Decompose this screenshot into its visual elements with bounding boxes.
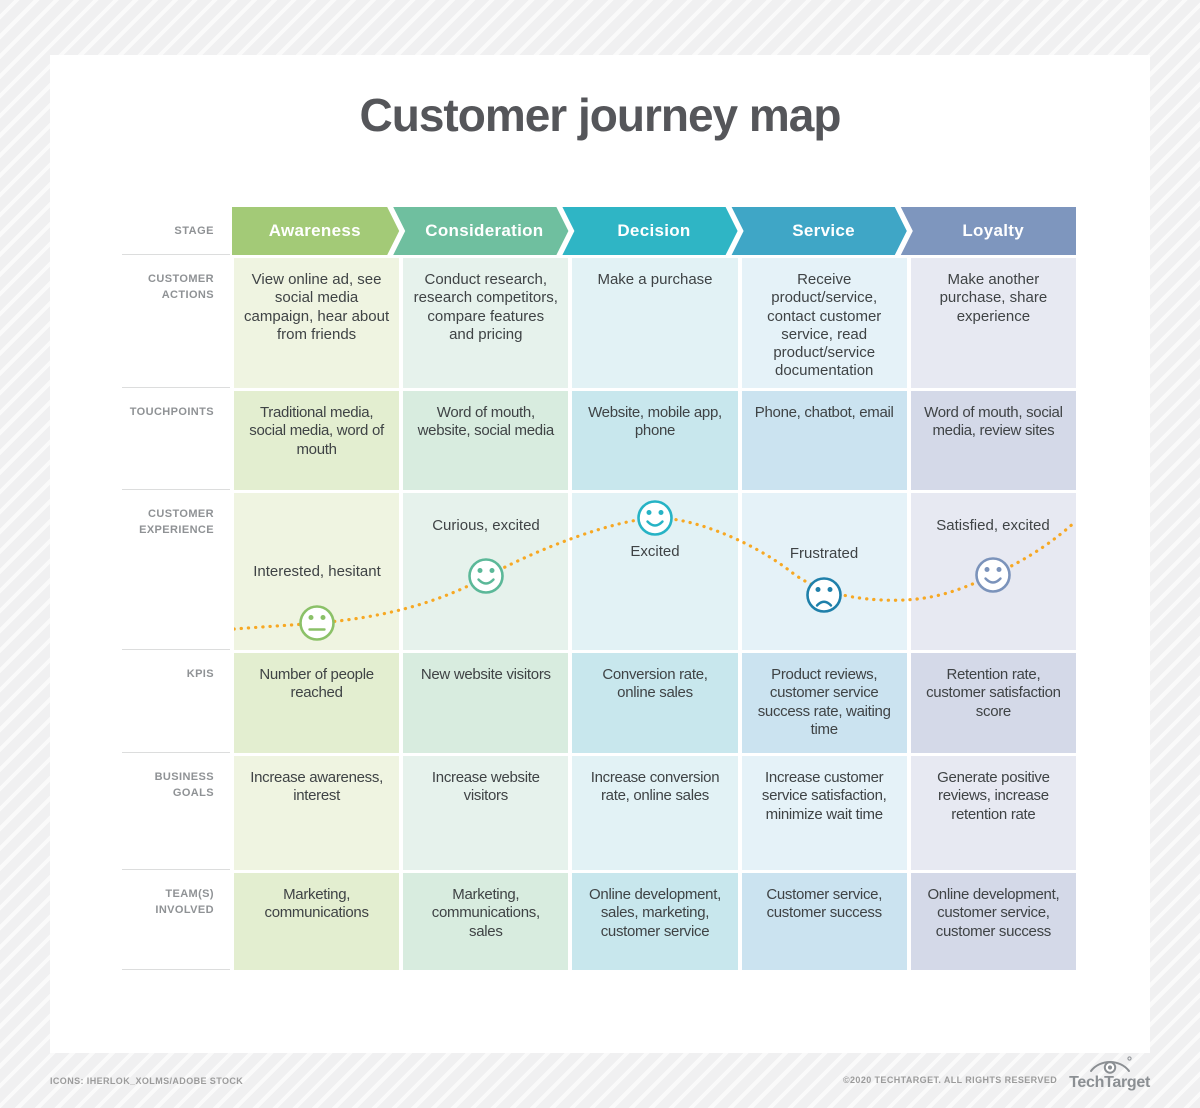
page-title: Customer journey map <box>359 89 842 141</box>
stage-arrow-service <box>731 207 907 255</box>
cell-business-goals-consideration: Increase website visitors <box>403 756 569 870</box>
cell-business-goals-service: Increase customer service satisfaction, … <box>741 756 907 870</box>
cell-customer-actions-service: Receive product/service, contact custome… <box>741 258 907 388</box>
row-label-customer-actions: CUSTOMER ACTIONS <box>122 258 230 388</box>
footer-right: ©2020 TECHTARGET. ALL RIGHTS RESERVED Te… <box>843 1054 1150 1092</box>
row-label-touchpoints: TOUCHPOINTS <box>122 391 230 490</box>
cell-touchpoints-loyalty: Word of mouth, social media, review site… <box>910 391 1076 490</box>
stage-header-consideration: Consideration <box>425 221 544 240</box>
stage-arrow-bar <box>232 207 1076 260</box>
cell-customer-actions-decision: Make a purchase <box>572 258 738 388</box>
cell-team-s-involved-decision: Online development, sales, marketing, cu… <box>572 873 738 970</box>
stage-header-loyalty: Loyalty <box>962 221 1024 240</box>
cell-customer-experience-awareness <box>234 493 400 650</box>
brand-text: TechTarget <box>1069 1074 1150 1091</box>
row-label-business-goals: BUSINESS GOALS <box>122 756 230 870</box>
footer-copyright: ©2020 TECHTARGET. ALL RIGHTS RESERVED <box>842 1075 1058 1085</box>
cell-touchpoints-awareness: Traditional media, social media, word of… <box>234 391 400 490</box>
cell-customer-experience-decision <box>572 493 738 650</box>
cell-customer-experience-consideration <box>403 493 569 650</box>
cell-touchpoints-consideration: Word of mouth, website, social media <box>403 391 569 490</box>
stage-arrow-awareness <box>232 207 400 255</box>
cell-kpis-consideration: New website visitors <box>403 653 569 753</box>
cell-kpis-awareness: Number of people reached <box>234 653 400 753</box>
cell-team-s-involved-awareness: Marketing, communications <box>234 873 400 970</box>
stage-header-decision: Decision <box>617 221 691 240</box>
cell-customer-experience-loyalty <box>910 493 1076 650</box>
stage-arrow-decision <box>562 207 738 255</box>
techtarget-logo: TechTarget <box>1069 1054 1150 1092</box>
stage-header-labels: Awareness Consideration Decision Service Loy… <box>232 207 1076 255</box>
cell-business-goals-loyalty: Generate positive reviews, increase rete… <box>910 756 1076 870</box>
cell-kpis-loyalty: Retention rate, customer satisfaction sc… <box>910 653 1076 753</box>
cell-team-s-involved-consideration: Marketing, communications, sales <box>403 873 569 970</box>
cell-customer-actions-consideration: Conduct research, research competitors, … <box>403 258 569 388</box>
cell-customer-actions-loyalty: Make another purchase, share experience <box>910 258 1076 388</box>
row-label-kpis: KPIS <box>122 653 230 753</box>
cell-business-goals-decision: Increase conversion rate, online sales <box>572 756 738 870</box>
cell-kpis-decision: Conversion rate, online sales <box>572 653 738 753</box>
cell-team-s-involved-service: Customer service, customer success <box>741 873 907 970</box>
stage-header-awareness: Awareness <box>268 221 361 240</box>
cell-team-s-involved-loyalty: Online development, customer service, cu… <box>910 873 1076 970</box>
row-label-team-s-involved: TEAM(S) INVOLVED <box>122 873 230 970</box>
cell-kpis-service: Product reviews, customer service succes… <box>741 653 907 753</box>
cell-business-goals-awareness: Increase awareness, interest <box>234 756 400 870</box>
footer-credit: ICONS: IHERLOK_XOLMS/ADOBE STOCK <box>50 1076 244 1086</box>
cell-touchpoints-decision: Website, mobile app, phone <box>572 391 738 490</box>
cell-touchpoints-service: Phone, chatbot, email <box>741 391 907 490</box>
stage-arrow-loyalty <box>900 207 1076 255</box>
stage-row-label: STAGE <box>122 207 230 255</box>
stage-header-service: Service <box>792 221 855 240</box>
cell-customer-experience-service <box>741 493 907 650</box>
row-label-customer-experience: CUSTOMER EXPERIENCE <box>122 493 230 650</box>
stage-arrow-consideration <box>393 207 569 255</box>
cell-customer-actions-awareness: View online ad, see social media campaig… <box>234 258 400 388</box>
eye-icon <box>1089 1056 1132 1074</box>
